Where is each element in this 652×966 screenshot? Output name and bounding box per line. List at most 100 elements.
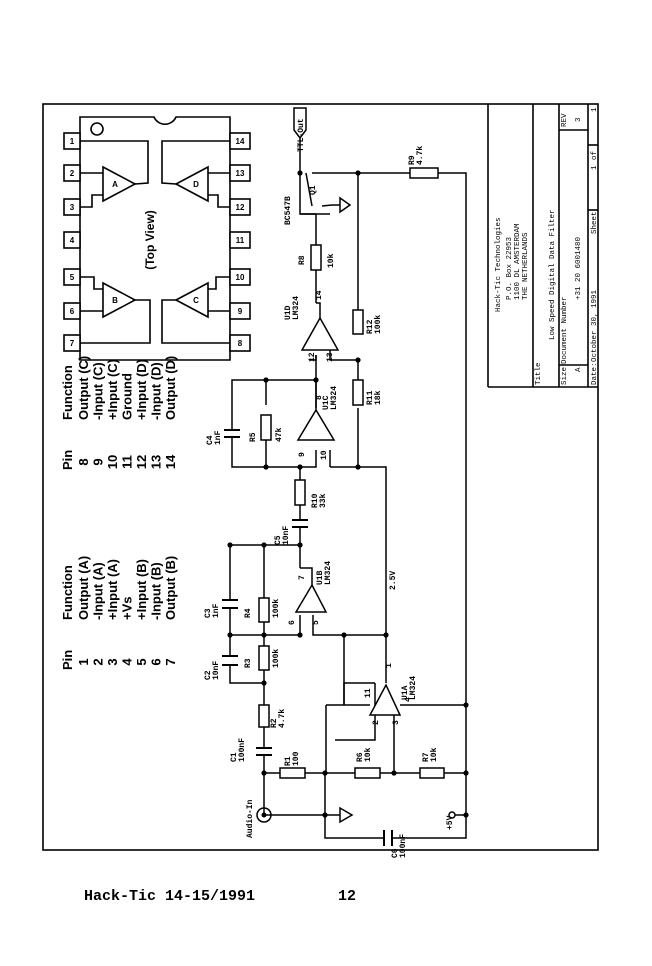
r3-body xyxy=(258,645,270,671)
r6-body xyxy=(354,767,381,779)
junction-dot xyxy=(355,170,361,176)
chip-pin-number: 7 xyxy=(70,339,75,348)
circuit-opamps xyxy=(294,316,402,716)
rev-value: 3 xyxy=(575,117,583,122)
r1-body xyxy=(279,767,306,779)
component-label: R6 xyxy=(356,752,365,762)
component-label: 10nF xyxy=(212,661,221,680)
component-label: R11 xyxy=(366,390,375,405)
component-label: U1B xyxy=(316,570,325,585)
pin-table-pin: 7 xyxy=(163,658,178,665)
component-label: 2.5V xyxy=(389,571,398,590)
r2-body xyxy=(258,704,270,728)
circuit-wires xyxy=(229,172,467,839)
component-label: 33k xyxy=(319,493,328,508)
component-label: TTL-Out xyxy=(297,118,306,152)
pin-header: Pin xyxy=(60,650,75,670)
pin-table-function: +Vs xyxy=(120,597,135,621)
page-number: 12 xyxy=(338,888,357,905)
chip-pin-number: 3 xyxy=(70,203,75,212)
component-label: 10 xyxy=(320,450,329,460)
component-label: LM324 xyxy=(292,296,301,320)
component-label: 4.7k xyxy=(278,709,287,728)
junction-dot xyxy=(391,770,397,776)
junction-dot xyxy=(355,464,361,470)
component-label: 3 xyxy=(392,720,401,725)
pin-table-pin: 5 xyxy=(134,658,149,665)
component-label: 18k xyxy=(374,390,383,405)
capacitors xyxy=(222,429,393,846)
opamp-a-symbol xyxy=(102,165,137,203)
docnum-label: Document Number xyxy=(561,296,569,364)
pin-table-function: -Input (C) xyxy=(91,362,106,420)
amp-label-d: D xyxy=(193,180,199,189)
component-label: 13 xyxy=(326,352,335,362)
junction-dot xyxy=(341,632,347,638)
chip-pin-number: 11 xyxy=(236,236,245,245)
pin-table-pin: 13 xyxy=(149,455,164,469)
component-label: C4 xyxy=(206,435,215,445)
r5-body xyxy=(260,414,272,441)
component-label: 100nF xyxy=(399,834,408,858)
opamp-d-symbol xyxy=(174,165,209,203)
docnum-value: +31 20 6001480 xyxy=(575,236,583,300)
junction-dot xyxy=(355,357,361,363)
pin-table-pin: 1 xyxy=(76,658,91,665)
r8-body xyxy=(310,244,322,271)
chip-opamps xyxy=(80,140,230,344)
address-line: P.O. Box 22953 xyxy=(506,236,514,300)
component-label: 10k xyxy=(430,747,439,762)
junction-dot xyxy=(322,812,328,818)
pin-table-function: -Input (A) xyxy=(91,562,106,620)
rev-label: REV xyxy=(561,113,569,127)
pin-table-pin: 14 xyxy=(163,454,178,469)
audio-in-jack-center xyxy=(261,812,267,818)
junction-dot xyxy=(227,632,233,638)
chip-view-label: (Top View) xyxy=(143,210,157,270)
component-label: 14 xyxy=(315,290,324,300)
chip-pin-number: 12 xyxy=(236,203,245,212)
component-label: R8 xyxy=(298,255,307,265)
junction-dot xyxy=(261,770,267,776)
pin-table-function: Output (D) xyxy=(163,356,178,420)
opamp-b-symbol xyxy=(102,281,137,319)
junction-dot xyxy=(261,542,267,548)
junction-dot xyxy=(297,464,303,470)
component-label: 1nF xyxy=(212,603,221,618)
chip-pin-box xyxy=(229,231,251,249)
drawing-frame xyxy=(42,103,599,851)
junction-dot xyxy=(297,542,303,548)
component-label: R3 xyxy=(244,658,253,668)
component-label: 6 xyxy=(288,620,297,625)
pin-header: Pin xyxy=(60,450,75,470)
r10-body xyxy=(294,479,306,506)
pin-table-pin: 2 xyxy=(91,658,106,665)
component-label: C2 xyxy=(204,670,213,680)
chip-pin-number: 8 xyxy=(238,339,243,348)
address-line: 1100 DL AMSTERDAM xyxy=(514,223,522,300)
component-label: 4.7k xyxy=(416,146,425,165)
pin-table-function: Output (A) xyxy=(76,556,91,620)
chip-pin-number: 5 xyxy=(70,273,75,282)
pin-table-function: -Input (D) xyxy=(149,362,164,420)
junction-dot xyxy=(263,377,269,383)
pin-table-pin: 6 xyxy=(149,658,164,665)
component-label: R2 xyxy=(270,718,279,728)
component-label: 100k xyxy=(272,649,281,668)
junction-dot xyxy=(297,632,303,638)
component-label: 100 xyxy=(292,751,301,766)
junctions xyxy=(227,170,469,818)
chip-pin-box xyxy=(63,231,81,249)
pin-table-function: Ground xyxy=(120,373,135,420)
pin-table-function: Output (B) xyxy=(163,556,178,620)
component-label: LM324 xyxy=(409,676,418,700)
component-label: 5 xyxy=(312,620,321,625)
ground-icon xyxy=(339,196,352,214)
component-label: 47k xyxy=(275,427,284,442)
component-label: R1 xyxy=(284,756,293,766)
chip-pin-number: 9 xyxy=(238,307,243,316)
junction-dot xyxy=(261,680,267,686)
title-label: Title xyxy=(535,362,543,385)
pin-table-function: +Input (D) xyxy=(134,359,149,420)
component-label: LM324 xyxy=(330,386,339,410)
